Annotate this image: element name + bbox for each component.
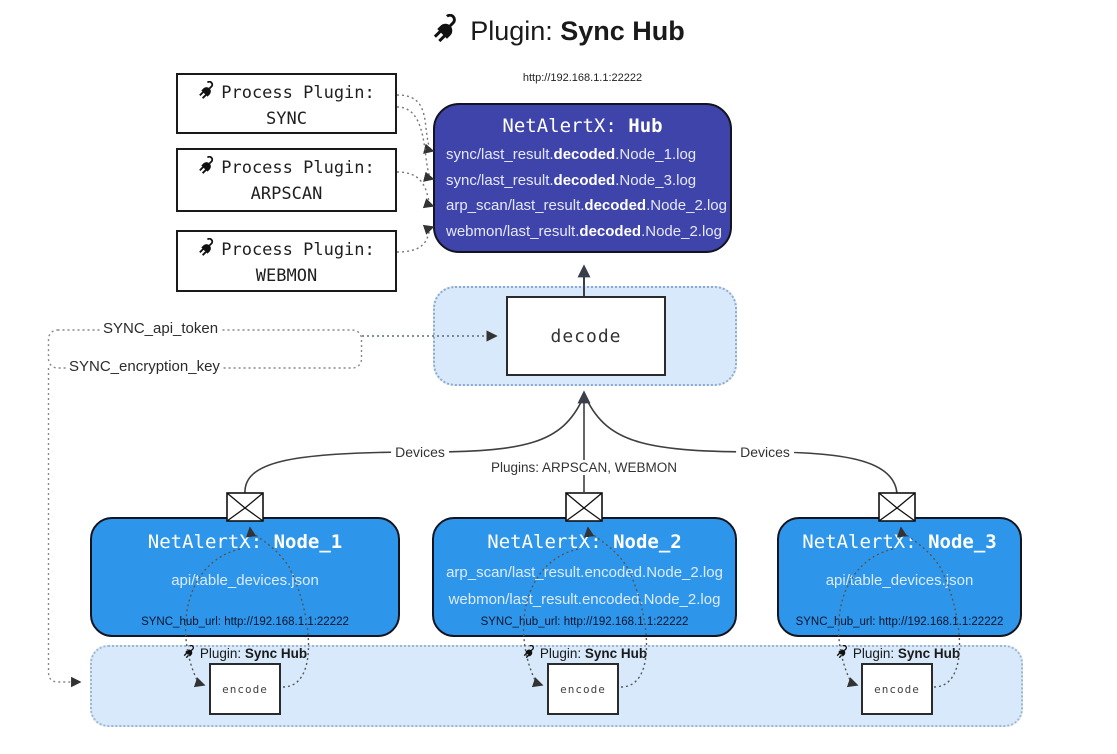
hub-log-list: sync/last_result.decoded.Node_1.log sync… bbox=[435, 142, 730, 244]
envelope-icon bbox=[878, 492, 916, 522]
hub-title-name: Hub bbox=[628, 115, 663, 137]
encode-box: encode bbox=[209, 663, 281, 715]
encode-box: encode bbox=[861, 663, 933, 715]
process-plugin-webmon: Process Plugin: WEBMON bbox=[176, 230, 397, 292]
process-plugin-label: Process Plugin: bbox=[221, 83, 375, 103]
node-title: NetAlertX: Node_2 bbox=[487, 531, 682, 553]
node-hub-url: SYNC_hub_url: http://192.168.1.1:22222 bbox=[795, 616, 1004, 628]
node-1-box: NetAlertX: Node_1 api/table_devices.json… bbox=[90, 517, 400, 637]
node-hub-url: SYNC_hub_url: http://192.168.1.1:22222 bbox=[480, 616, 689, 628]
page-title: Plugin: Sync Hub bbox=[0, 13, 1117, 49]
hub-log-line: webmon/last_result.decoded.Node_2.log bbox=[446, 222, 722, 240]
encode-box: encode bbox=[547, 663, 619, 715]
sync-encryption-key-label: SYNC_encryption_key bbox=[66, 358, 223, 375]
plug-icon bbox=[836, 644, 850, 662]
node-2-box: NetAlertX: Node_2 arp_scan/last_result.e… bbox=[432, 517, 737, 637]
devices-label-right: Devices bbox=[736, 444, 794, 460]
process-plugin-label: Process Plugin: bbox=[221, 240, 375, 260]
node-file: api/table_devices.json bbox=[171, 572, 319, 589]
node-title: NetAlertX: Node_1 bbox=[147, 531, 343, 553]
envelope-icon bbox=[565, 492, 603, 522]
title-text: Plugin: Sync Hub bbox=[470, 16, 685, 47]
process-plugin-label: Process Plugin: bbox=[221, 158, 375, 178]
process-plugin-name: WEBMON bbox=[255, 266, 318, 286]
node-file: arp_scan/last_result.encoded.Node_2.log bbox=[446, 564, 723, 581]
envelope-icon bbox=[226, 492, 264, 522]
node-file: api/table_devices.json bbox=[825, 572, 974, 589]
node-3-box: NetAlertX: Node_3 api/table_devices.json… bbox=[777, 517, 1022, 637]
plug-icon bbox=[198, 237, 217, 262]
devices-label-left: Devices bbox=[391, 444, 449, 460]
process-plugin-sync: Process Plugin: SYNC bbox=[176, 73, 397, 134]
plugin-sync-hub-label: Plugin: Sync Hub bbox=[836, 644, 960, 662]
plug-icon bbox=[198, 155, 217, 180]
hub-log-line: sync/last_result.decoded.Node_1.log bbox=[446, 146, 697, 163]
plug-icon bbox=[523, 644, 537, 662]
plugin-sync-hub-label: Plugin: Sync Hub bbox=[523, 644, 647, 662]
plug-icon bbox=[183, 644, 197, 662]
node-hub-url: SYNC_hub_url: http://192.168.1.1:22222 bbox=[141, 616, 349, 628]
title-prefix: Plugin: bbox=[470, 16, 553, 46]
plugin-sync-hub-label: Plugin: Sync Hub bbox=[183, 644, 307, 662]
hub-log-line: arp_scan/last_result.decoded.Node_2.log bbox=[446, 197, 727, 214]
hub-url-label: http://192.168.1.1:22222 bbox=[522, 72, 643, 84]
node-file: webmon/last_result.encoded.Node_2.log bbox=[448, 591, 721, 608]
node-title: NetAlertX: Node_3 bbox=[802, 531, 997, 553]
process-plugin-name: SYNC bbox=[266, 109, 307, 129]
plug-icon bbox=[432, 13, 462, 49]
title-name: Sync Hub bbox=[560, 16, 685, 46]
hub-box: NetAlertX: Hub sync/last_result.decoded.… bbox=[433, 103, 732, 253]
sync-api-token-label: SYNC_api_token bbox=[100, 320, 222, 337]
hub-title-prefix: NetAlertX: bbox=[502, 115, 617, 137]
decode-box: decode bbox=[506, 296, 666, 376]
process-plugin-arpscan: Process Plugin: ARPSCAN bbox=[176, 148, 397, 212]
plug-icon bbox=[198, 80, 217, 105]
process-plugin-name: ARPSCAN bbox=[250, 184, 323, 204]
hub-log-line: sync/last_result.decoded.Node_3.log bbox=[446, 171, 697, 189]
hub-title: NetAlertX: Hub bbox=[435, 115, 730, 137]
plugins-edge-label: Plugins: ARPSCAN, WEBMON bbox=[486, 460, 682, 475]
